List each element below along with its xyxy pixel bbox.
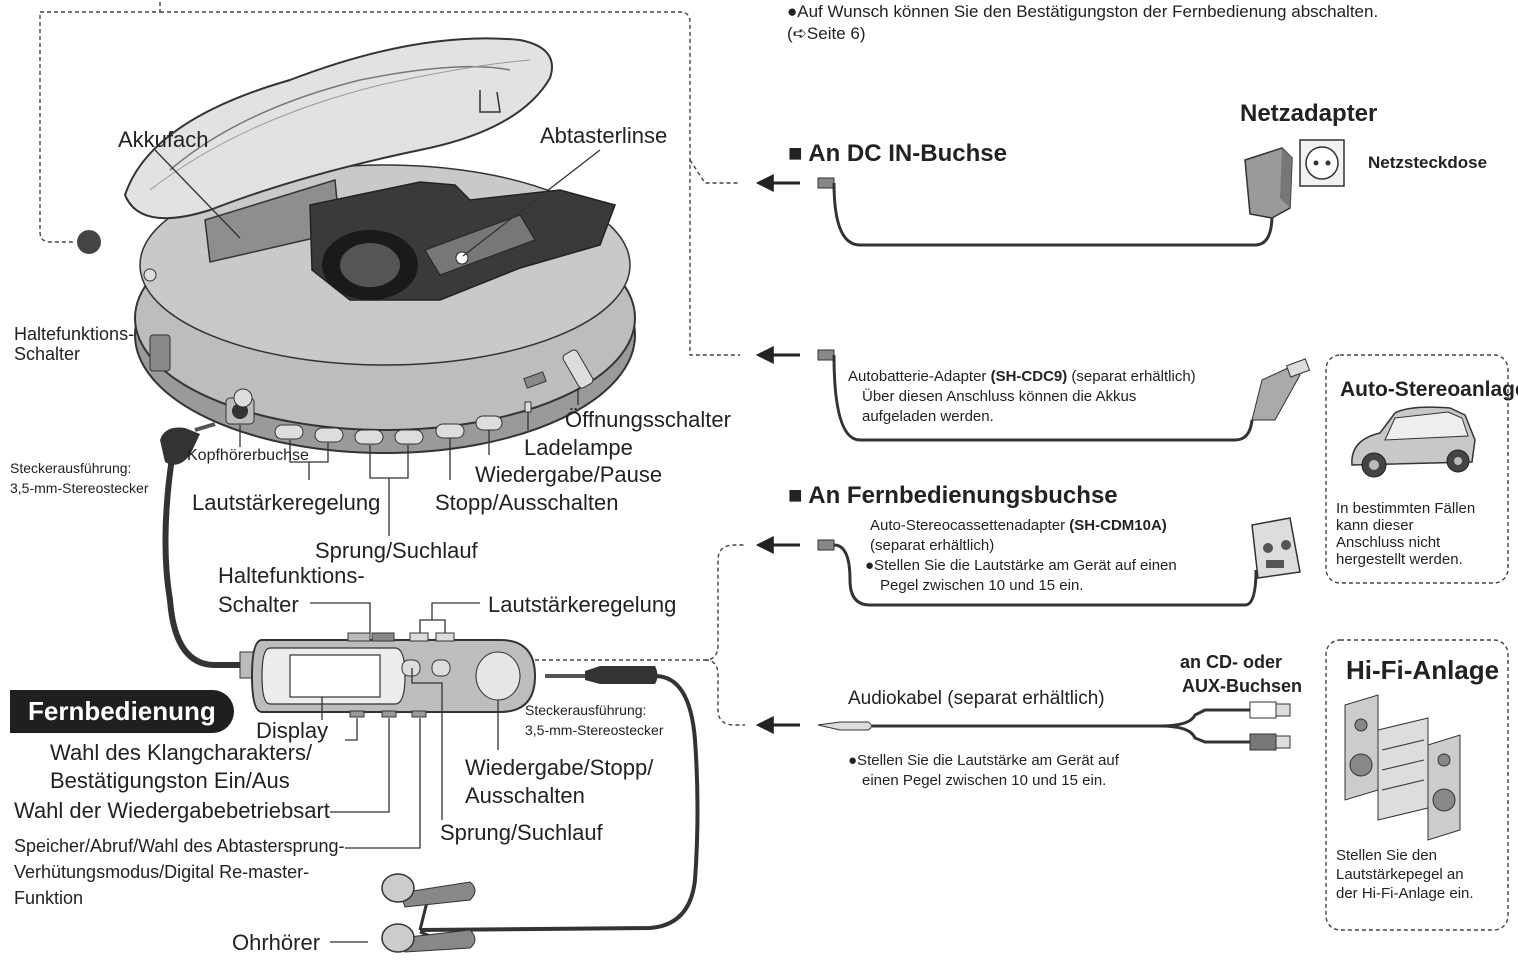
label-speicher-3: Funktion xyxy=(14,888,84,908)
auto-box-text: In bestimmten Fällen kann dieser Anschlu… xyxy=(1336,500,1475,568)
remote-section-tag: Fernbedienung xyxy=(10,690,234,733)
hifi-box-text: Stellen Sie den Lautstärkepegel an der H… xyxy=(1336,846,1474,903)
audio-cable-drawing xyxy=(817,701,1291,751)
label-halte-remote-1: Haltefunktions- xyxy=(218,563,365,588)
label-display: Display xyxy=(256,718,329,743)
label-oeffnungsschalter: Öffnungsschalter xyxy=(565,407,731,432)
label-haltefunktion-1: Haltefunktions- xyxy=(14,324,135,344)
cassette-line3: ●Stellen Sie die Lautstärke am Gerät auf… xyxy=(865,557,1177,574)
label-lautstaerke-player: Lautstärkeregelung xyxy=(192,490,381,515)
label-stecker-remote-2: 3,5-mm-Stereostecker xyxy=(525,722,664,738)
remote-dashed-guides xyxy=(535,544,745,726)
label-akkufach: Akkufach xyxy=(118,127,209,152)
hifi-box-t3: der Hi-Fi-Anlage ein. xyxy=(1336,885,1474,902)
label-lautstaerke-remote: Lautstärkeregelung xyxy=(488,592,677,617)
label-kopfhoererbuchse: Kopfhörerbuchse xyxy=(187,447,309,464)
auto-adapter-model: (SH-CDC9) xyxy=(990,368,1068,385)
label-haltefunktion-2: Schalter xyxy=(14,344,81,364)
label-netzadapter: Netzadapter xyxy=(1240,100,1378,127)
auto-adapter-line3: aufgeladen werden. xyxy=(862,408,994,425)
label-halte-remote-2: Schalter xyxy=(218,592,299,617)
label-klang-1: Wahl des Klangcharakters/ xyxy=(50,740,313,765)
guide-dashed-left xyxy=(39,2,161,243)
player-plug-cable xyxy=(160,422,240,668)
audio-note1: ●Stellen Sie die Lautstärke am Gerät auf xyxy=(848,752,1119,769)
label-wiedergabe-remote-1: Wiedergabe/Stopp/ xyxy=(465,755,654,780)
label-stecker-remote-1: Steckerausführung: xyxy=(525,702,647,718)
hifi-box-t1: Stellen Sie den xyxy=(1336,847,1437,864)
auto-adapter-line1: Autobatterie-Adapter (SH-CDC9) (separat … xyxy=(848,368,1196,385)
auto-box-title: Auto-Stereoanlage xyxy=(1340,378,1518,401)
remote-sensor-dot xyxy=(77,230,101,254)
guide-dashed-top xyxy=(160,11,740,356)
label-speicher-1: Speicher/Abruf/Wahl des Abtastersprung- xyxy=(14,836,345,856)
label-audiokabel: Audiokabel (separat erhältlich) xyxy=(848,688,1105,709)
label-sprung-player: Sprung/Suchlauf xyxy=(315,538,478,563)
hifi-box-t2: Lautstärkepegel an xyxy=(1336,866,1464,883)
cassette-line1: Auto-Stereocassettenadapter (SH-CDM10A) xyxy=(870,517,1167,534)
hifi-box xyxy=(1325,639,1509,931)
auto-box-t4: hergestellt werden. xyxy=(1336,551,1463,568)
remote-leader-lines xyxy=(310,602,499,943)
audio-note2: einen Pegel zwischen 10 und 15 ein. xyxy=(862,772,1107,789)
label-wiedergabe-player: Wiedergabe/Pause xyxy=(475,462,663,487)
auto-adapter-pre: Autobatterie-Adapter xyxy=(848,368,991,385)
connection-arrows xyxy=(755,174,800,734)
label-aux-1: an CD- oder xyxy=(1180,652,1283,672)
remote-drawing xyxy=(239,632,537,718)
label-stecker-player-1: Steckerausführung: xyxy=(10,460,132,476)
label-wiedergabe-remote-2: Ausschalten xyxy=(465,783,585,808)
heading-fernbedienung-buchse: ■ An Fernbedienungsbuchse xyxy=(788,482,1118,509)
ac-adapter-drawing xyxy=(817,139,1345,247)
label-netzsteckdose: Netzsteckdose xyxy=(1368,153,1488,172)
label-stopp-player: Stopp/Ausschalten xyxy=(435,490,619,515)
cassette-adapter-drawing xyxy=(817,517,1301,607)
cassette-line4: Pegel zwischen 10 und 15 ein. xyxy=(880,577,1084,594)
hifi-drawing xyxy=(1344,694,1461,841)
top-note-line2: (➪Seite 6) xyxy=(787,24,866,43)
car-drawing xyxy=(1351,406,1476,478)
label-ladelampe: Ladelampe xyxy=(524,435,633,460)
label-ohrhoerer: Ohrhörer xyxy=(232,930,321,955)
auto-box-t1: In bestimmten Fällen xyxy=(1336,500,1476,517)
heading-dc-in: ■ An DC IN-Buchse xyxy=(788,140,1007,167)
cassette-line2: (separat erhältlich) xyxy=(870,537,995,554)
player-leader-lines xyxy=(154,149,601,536)
cassette-pre: Auto-Stereocassettenadapter xyxy=(870,517,1070,534)
auto-adapter-line2: Über diesen Anschluss können die Akkus xyxy=(862,388,1137,405)
label-abtasterlinse: Abtasterlinse xyxy=(540,123,668,148)
car-battery-adapter-drawing xyxy=(817,349,1311,442)
label-stecker-player-2: 3,5-mm-Stereostecker xyxy=(10,480,149,496)
cassette-model: (SH-CDM10A) xyxy=(1069,517,1167,534)
top-note-line1: ●Auf Wunsch können Sie den Bestätigungst… xyxy=(787,2,1379,21)
label-aux-2: AUX-Buchsen xyxy=(1182,676,1303,696)
auto-adapter-post: (separat erhältlich) xyxy=(1067,368,1196,385)
auto-stereo-box xyxy=(1325,354,1509,584)
label-betriebsart: Wahl der Wiedergabebetriebsart xyxy=(14,798,330,823)
label-klang-2: Bestätigungston Ein/Aus xyxy=(50,768,290,793)
label-sprung-remote: Sprung/Suchlauf xyxy=(440,820,603,845)
guide-dashed-dc xyxy=(689,159,740,184)
auto-box-t2: kann dieser xyxy=(1336,517,1414,534)
auto-box-t3: Anschluss nicht xyxy=(1336,534,1441,551)
earphone-cable xyxy=(381,666,700,953)
label-speicher-2: Verhütungsmodus/Digital Re-master- xyxy=(14,862,310,882)
cd-player-drawing xyxy=(123,37,636,454)
hifi-box-title: Hi-Fi-Anlage xyxy=(1346,655,1500,685)
